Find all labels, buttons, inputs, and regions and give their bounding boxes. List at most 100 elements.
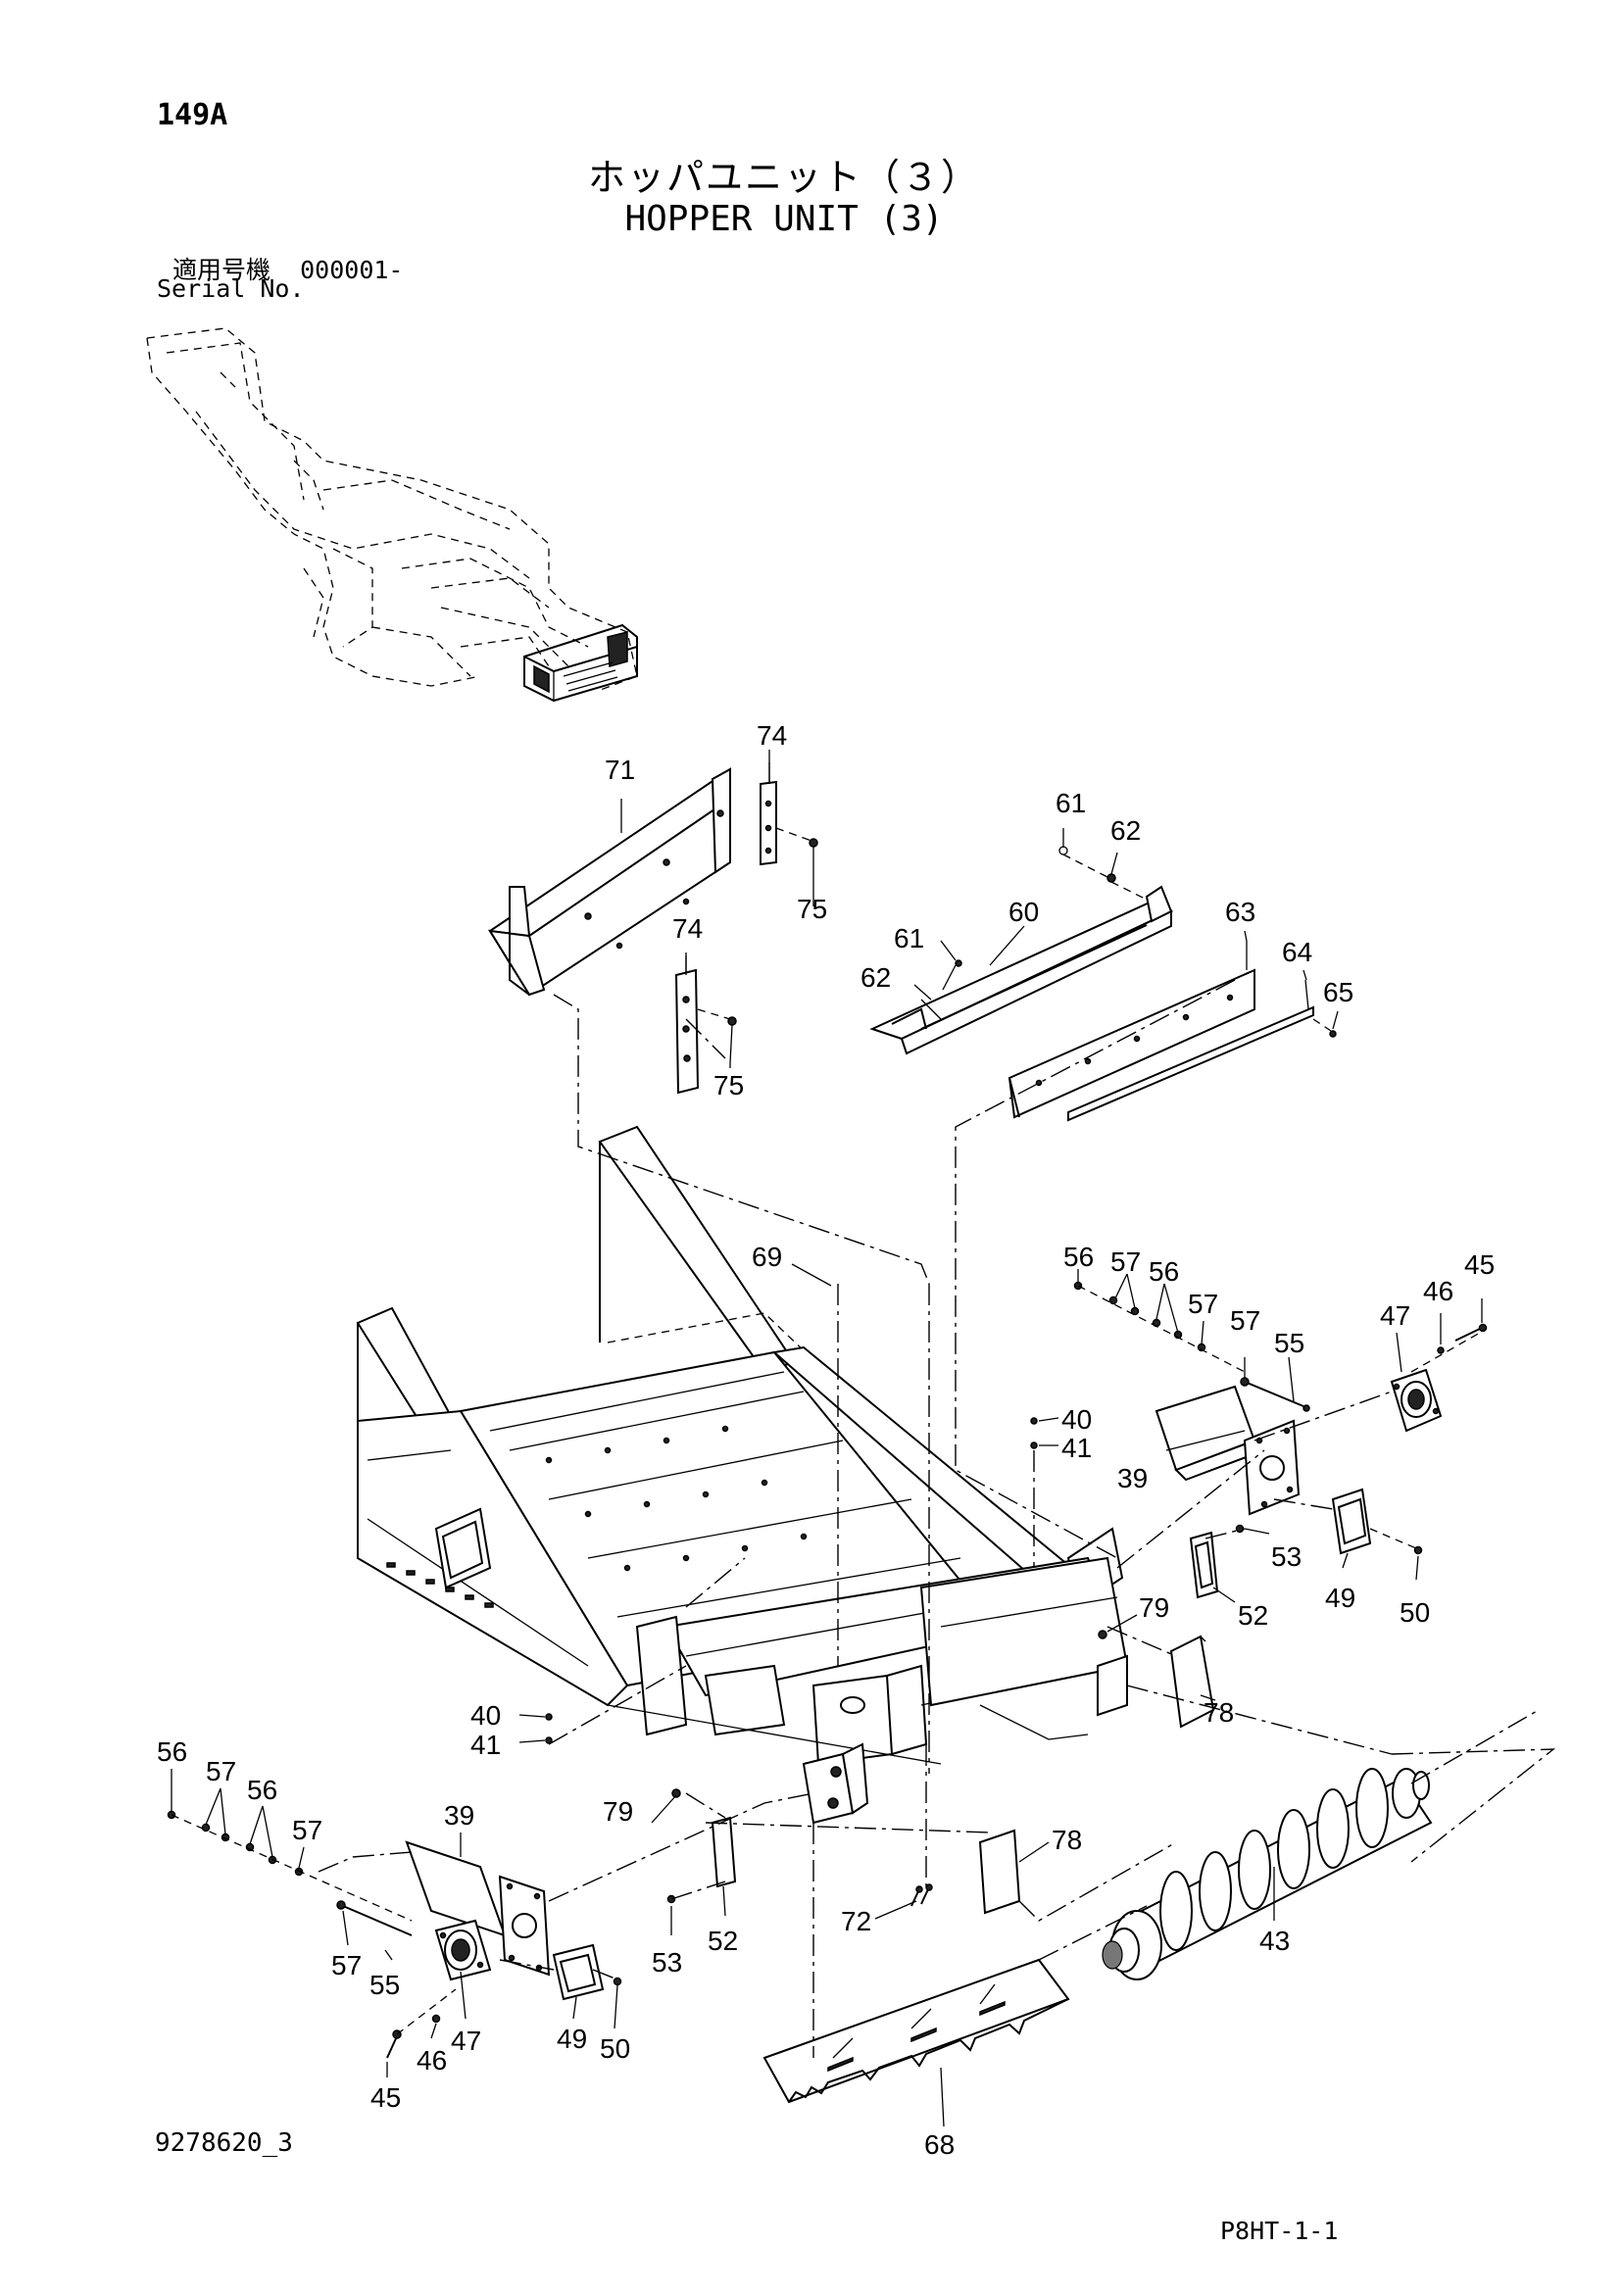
side-panel-71 bbox=[488, 767, 731, 997]
pin-79-left bbox=[671, 1788, 681, 1798]
callout-39: 39 bbox=[444, 1800, 474, 1831]
callout-45: 45 bbox=[1464, 1249, 1495, 1280]
callout-63: 63 bbox=[1225, 897, 1255, 927]
cover-49-left bbox=[552, 1943, 605, 2001]
fasteners-45-46-left bbox=[386, 1988, 457, 2059]
plate-63 bbox=[1008, 941, 1255, 1119]
callout-72: 72 bbox=[841, 1906, 871, 1936]
callout-56: 56 bbox=[157, 1736, 187, 1767]
callout-57: 57 bbox=[292, 1815, 322, 1845]
plate-52-53-left bbox=[666, 1816, 737, 1904]
callout-47: 47 bbox=[1380, 1300, 1410, 1331]
hopper-frame bbox=[356, 1125, 1129, 1766]
page-title-japanese: ホッパユニット（３） bbox=[587, 156, 980, 199]
callout-40: 40 bbox=[470, 1700, 501, 1731]
callout-56: 56 bbox=[247, 1775, 277, 1805]
callout-45: 45 bbox=[370, 2082, 401, 2113]
serial-label-japanese: 適用号機 000001- bbox=[172, 251, 403, 286]
callout-49: 49 bbox=[557, 2024, 587, 2054]
callout-61: 61 bbox=[894, 923, 924, 953]
pins-72 bbox=[910, 1883, 933, 1907]
callout-55: 55 bbox=[369, 1970, 400, 2000]
rotor-shaft-43 bbox=[1038, 1709, 1540, 1980]
callout-50: 50 bbox=[1400, 1597, 1430, 1628]
callout-75: 75 bbox=[797, 894, 827, 924]
bearing-housing-39-right bbox=[1155, 1385, 1301, 1516]
callout-62: 62 bbox=[1110, 815, 1141, 846]
washers-56-57-right bbox=[1073, 1281, 1246, 1373]
guard-78-left bbox=[978, 1829, 1021, 1915]
page-title: HOPPER UNIT (3) bbox=[624, 199, 944, 239]
callout-53: 53 bbox=[1271, 1541, 1302, 1572]
callout-43: 43 bbox=[1259, 1926, 1290, 1956]
callout-65: 65 bbox=[1323, 977, 1353, 1007]
bolt-75-lower bbox=[697, 1008, 737, 1064]
guard-78-right bbox=[1169, 1635, 1215, 1729]
bolt-75-upper bbox=[775, 827, 818, 887]
callout-71: 71 bbox=[605, 755, 635, 785]
pin-79-right bbox=[1098, 1630, 1107, 1639]
page-number: 149A bbox=[157, 98, 228, 132]
lower-bracket bbox=[802, 1742, 869, 1825]
callout-79: 79 bbox=[1139, 1592, 1169, 1623]
leader-lines bbox=[171, 750, 1483, 2127]
callout-46: 46 bbox=[1423, 1276, 1453, 1306]
flange-bearing-47-left bbox=[434, 1919, 492, 1981]
callout-61: 61 bbox=[1056, 788, 1086, 818]
rail-60 bbox=[869, 885, 1174, 1055]
floor-holes bbox=[545, 1425, 896, 1616]
callout-41: 41 bbox=[1061, 1433, 1092, 1463]
callout-78: 78 bbox=[1052, 1825, 1082, 1855]
serial-number-value: 000001- bbox=[300, 256, 404, 284]
bearing-housing-39-left bbox=[405, 1840, 551, 1977]
cover-49-right bbox=[1331, 1488, 1372, 1555]
rotor-flights bbox=[1159, 1768, 1389, 1951]
callout-79: 79 bbox=[603, 1796, 633, 1827]
fasteners-45-46-right bbox=[1410, 1323, 1488, 1373]
bolt-65 bbox=[1312, 1018, 1337, 1038]
callout-50: 50 bbox=[600, 2033, 630, 2064]
callout-64: 64 bbox=[1282, 937, 1312, 967]
callout-56: 56 bbox=[1149, 1256, 1179, 1287]
bolt-50-right bbox=[1369, 1528, 1423, 1555]
bolt-55-right bbox=[1240, 1377, 1310, 1412]
callout-52: 52 bbox=[1238, 1600, 1268, 1631]
shim-40-41-left bbox=[545, 1665, 687, 1745]
side-slots bbox=[386, 1562, 494, 1608]
callout-56: 56 bbox=[1063, 1242, 1094, 1272]
serial-label: Serial No. bbox=[157, 274, 305, 303]
document-code: 9278620_3 bbox=[155, 2128, 293, 2158]
callout-60: 60 bbox=[1008, 897, 1039, 927]
assembly-reference-lines bbox=[318, 979, 1556, 2058]
callout-40: 40 bbox=[1061, 1404, 1092, 1435]
bracket-74-lower bbox=[674, 953, 700, 1095]
bolt-50-left bbox=[613, 1977, 622, 1986]
callout-55: 55 bbox=[1274, 1328, 1304, 1358]
strip-64 bbox=[1067, 979, 1314, 1122]
callout-57: 57 bbox=[1110, 1246, 1141, 1277]
callout-57: 57 bbox=[1230, 1305, 1260, 1336]
callout-75: 75 bbox=[713, 1070, 744, 1100]
callout-62: 62 bbox=[860, 962, 891, 993]
callout-69: 69 bbox=[752, 1242, 782, 1272]
callout-49: 49 bbox=[1325, 1583, 1355, 1613]
callout-46: 46 bbox=[417, 2045, 447, 2076]
callout-47: 47 bbox=[451, 2026, 481, 2056]
washers-56-57-left bbox=[167, 1810, 413, 1922]
scraper-plate-68 bbox=[762, 1958, 1070, 2104]
page-code: P8HT-1-1 bbox=[1220, 2217, 1339, 2245]
callout-57: 57 bbox=[331, 1950, 362, 1980]
callout-57: 57 bbox=[1188, 1289, 1218, 1319]
bracket-74-upper bbox=[760, 762, 777, 866]
callout-68: 68 bbox=[924, 2129, 955, 2160]
callout-39: 39 bbox=[1117, 1463, 1148, 1493]
serial-label-jp-text: 適用号機 bbox=[172, 256, 271, 284]
callout-41: 41 bbox=[470, 1730, 501, 1760]
callout-74: 74 bbox=[757, 720, 787, 751]
callout-57: 57 bbox=[206, 1756, 236, 1786]
machine-location-thumbnail bbox=[146, 327, 638, 703]
flange-bearing-47-right bbox=[1390, 1368, 1443, 1433]
bolt-55-left bbox=[336, 1900, 413, 1936]
callout-78: 78 bbox=[1204, 1697, 1234, 1728]
